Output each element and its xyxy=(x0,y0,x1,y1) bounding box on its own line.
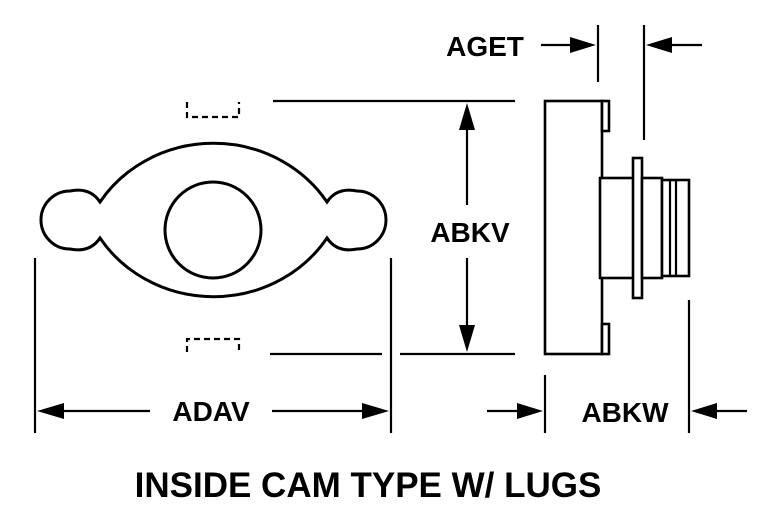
adav-label: ADAV xyxy=(172,396,250,427)
seal-plate xyxy=(631,156,644,300)
abkv-arrow-up xyxy=(459,103,475,130)
neck xyxy=(598,176,637,280)
lug-bottom xyxy=(600,322,611,356)
front-view xyxy=(39,102,388,352)
gasket-ring xyxy=(640,176,664,280)
abkv-arrow-down xyxy=(459,325,475,352)
abkw-arrow-left xyxy=(517,403,543,419)
abkw-label: ABKW xyxy=(581,397,669,428)
abkv-label: ABKV xyxy=(430,217,510,248)
cam-slot-top xyxy=(185,102,241,119)
aget-label: AGET xyxy=(446,31,524,62)
adav-arrow-right xyxy=(362,403,389,419)
cap-flange xyxy=(543,99,604,356)
adav-dimension: ADAV xyxy=(33,258,393,433)
cam-slot-bottom xyxy=(185,337,241,352)
center-bore xyxy=(163,180,263,280)
lug-top xyxy=(600,99,611,133)
side-view xyxy=(543,99,691,356)
aget-arrow-left xyxy=(570,37,596,53)
adav-arrow-left xyxy=(37,403,64,419)
diagram-caption: INSIDE CAM TYPE W/ LUGS xyxy=(135,466,602,505)
aget-dimension: AGET xyxy=(446,25,702,140)
cap-outline xyxy=(39,141,388,299)
abkv-dimension: ABKV xyxy=(270,99,515,356)
abkw-arrow-right xyxy=(691,403,717,419)
aget-arrow-right xyxy=(646,37,672,53)
abkw-dimension: ABKW xyxy=(487,300,747,433)
